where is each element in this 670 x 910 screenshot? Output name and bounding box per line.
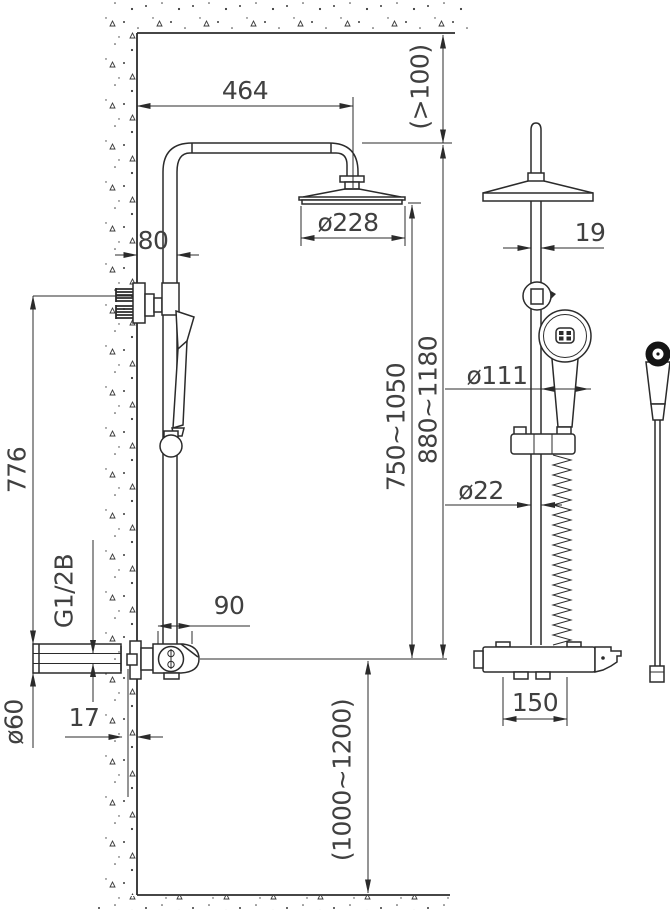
dim-750-1050: 750~1050 <box>382 202 421 659</box>
rain-shower-head <box>298 175 406 205</box>
dim-label: 19 <box>575 218 606 247</box>
diverter-handle <box>594 646 622 673</box>
dim-label: ø22 <box>458 476 504 505</box>
dim-label: G1/2B <box>50 554 79 628</box>
dim-label: ø111 <box>466 361 527 390</box>
dim-label: ø228 <box>317 208 378 237</box>
hand-shower-handle <box>551 358 579 428</box>
dim-60: ø60 <box>0 672 36 748</box>
front-view <box>32 142 406 680</box>
side-slider-bracket <box>510 426 576 455</box>
dim-label: 776 <box>3 447 32 493</box>
dim-228: ø228 <box>300 206 406 246</box>
dimensions-front: 464 (>100) 880~1180 750~1050 ø228 80 <box>0 34 452 894</box>
dim-label: ø60 <box>0 699 29 745</box>
mixer-valve <box>129 640 200 680</box>
hand-shower-front <box>171 309 195 437</box>
dim-gt100: (>100) <box>362 34 452 144</box>
dim-label: 880~1180 <box>414 336 443 464</box>
detached-hand-shower <box>645 341 670 683</box>
dimensions-side: 19 ø111 ø22 150 <box>445 218 606 726</box>
side-view <box>473 122 670 683</box>
side-hand-shower <box>538 309 592 438</box>
ceiling-hatch <box>103 0 473 30</box>
dim-g12b: G1/2B <box>50 540 96 702</box>
dim-90: 90 <box>157 591 250 644</box>
dim-17: 17 <box>65 669 163 797</box>
dim-22: ø22 <box>445 476 562 508</box>
dim-label: (1000~1200) <box>328 699 357 861</box>
dim-111: ø111 <box>445 361 591 392</box>
side-arm-stub <box>527 122 545 182</box>
supply-pipe <box>32 643 138 674</box>
dim-80: 80 <box>115 226 199 258</box>
dim-150: 150 <box>502 677 568 726</box>
dim-880-1180: 880~1180 <box>414 144 446 659</box>
shower-arm <box>162 142 359 176</box>
dim-1000-1200: (1000~1200) <box>200 658 447 894</box>
spray-mode-button <box>555 327 575 344</box>
side-hose-ring <box>522 281 556 311</box>
side-riser <box>530 201 542 645</box>
dim-label: 17 <box>69 703 100 732</box>
dim-label: 90 <box>214 591 245 620</box>
dim-776: 776 <box>3 295 131 645</box>
wall-bracket <box>115 282 180 324</box>
dim-label: 464 <box>222 76 268 105</box>
dim-19: 19 <box>503 218 606 251</box>
side-head-plate <box>482 180 594 202</box>
slider-ball <box>159 430 183 458</box>
floor-hatch <box>95 896 455 910</box>
dim-label: 750~1050 <box>382 363 411 491</box>
dim-label: 80 <box>138 226 169 255</box>
flex-hose-coil <box>551 454 573 646</box>
side-valve-body <box>473 641 622 680</box>
wall-hatch <box>103 28 137 895</box>
bracket-screws <box>115 288 133 319</box>
dim-label: 150 <box>512 688 558 717</box>
dim-label: (>100) <box>406 44 435 129</box>
wall-section <box>95 0 473 910</box>
dim-464: 464 <box>136 76 354 188</box>
